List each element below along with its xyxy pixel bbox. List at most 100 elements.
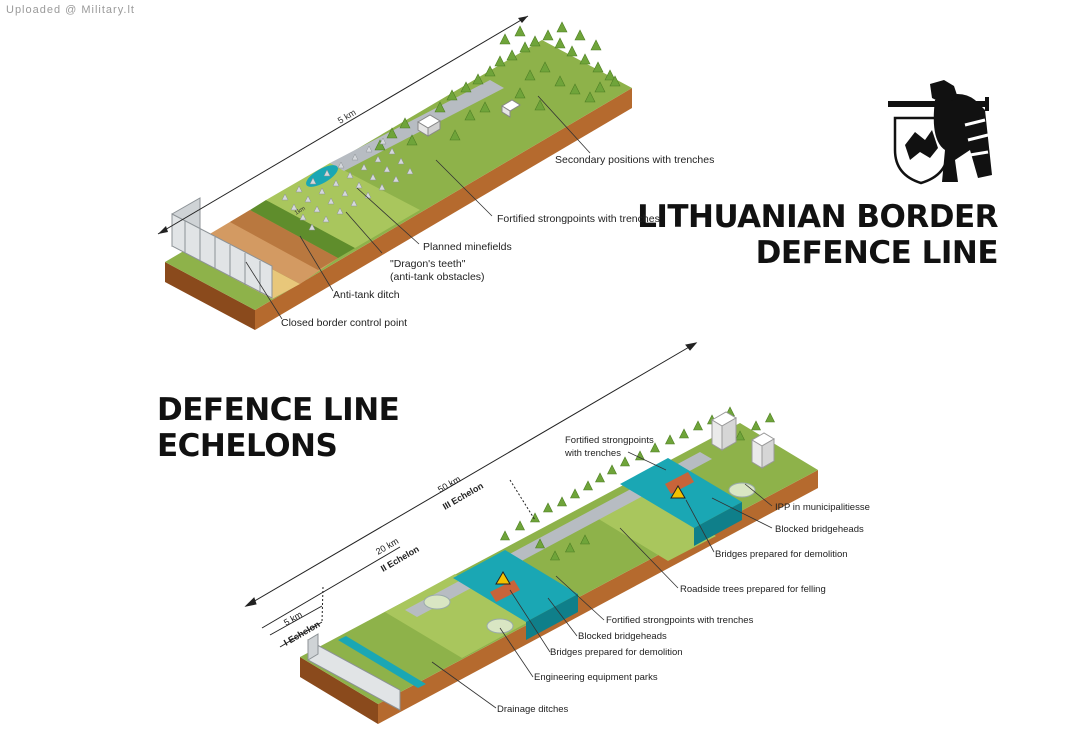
- dragons-tooth-icon: [313, 205, 321, 213]
- dragons-tooth-icon: [308, 223, 316, 231]
- dragons-tooth-icon: [360, 163, 368, 171]
- tree-icon: [554, 75, 566, 87]
- tree-icon: [570, 488, 580, 499]
- border-fence-bottom: [307, 633, 401, 711]
- tree-icon: [595, 472, 605, 483]
- tree-icon: [519, 41, 531, 53]
- tree-icon: [464, 109, 476, 121]
- tree-icon: [524, 69, 536, 81]
- dragons-tooth-icon: [295, 185, 303, 193]
- tree-icon: [374, 139, 386, 151]
- dragons-tooth-icon: [355, 181, 363, 189]
- municipality-buildings: [711, 411, 775, 469]
- tree-icon: [735, 430, 745, 441]
- tree-icon: [566, 45, 578, 57]
- tree-icon: [569, 83, 581, 95]
- tree-icon: [460, 81, 472, 93]
- tree-icon: [765, 412, 775, 423]
- callout-closed-border-point: Closed border control point: [281, 317, 407, 329]
- echelons-title-line-1: DEFENCE LINE: [157, 392, 400, 428]
- dragons-tooth-icon: [332, 179, 340, 187]
- tree-icon: [386, 127, 398, 139]
- tree-icon: [543, 502, 553, 513]
- callout-dragons-teeth-sub: (anti-tank obstacles): [390, 271, 485, 283]
- tree-icon: [594, 81, 606, 93]
- tree-icon: [514, 25, 526, 37]
- echelons-title-line-2: ECHELONS: [157, 427, 338, 464]
- tree-icon: [583, 480, 593, 491]
- main-title-line-2: DEFENCE LINE: [755, 234, 999, 271]
- distance-20km: 20 km: [374, 536, 400, 557]
- dragons-tooth-icon: [318, 187, 326, 195]
- tree-icon: [620, 456, 630, 467]
- tree-icon: [554, 37, 566, 49]
- callout-planned-minefields: Planned minefields: [423, 241, 512, 253]
- dragons-tooth-icon: [378, 183, 386, 191]
- tree-icon: [529, 35, 541, 47]
- dragons-tooth-icon: [323, 169, 331, 177]
- dragons-tooth-icon: [397, 157, 405, 165]
- tree-icon: [635, 450, 645, 461]
- tree-icon: [406, 134, 418, 146]
- main-title-line-1: LITHUANIAN BORDER: [637, 199, 998, 235]
- tree-icon: [609, 75, 621, 87]
- dragons-tooth-icon: [337, 161, 345, 169]
- callout-fortified-top-1: Fortified strongpoints: [565, 435, 654, 446]
- callout-bridges-demolition-right: Bridges prepared for demolition: [715, 549, 848, 560]
- tree-icon: [604, 69, 616, 81]
- echelons-title: DEFENCE LINE ECHELONS: [157, 392, 400, 464]
- callout-fortified-mid: Fortified strongpoints with trenches: [606, 615, 754, 626]
- tree-icon: [542, 29, 554, 41]
- callout-anti-tank-ditch: Anti-tank ditch: [333, 289, 400, 301]
- dragons-tooth-icon: [374, 155, 382, 163]
- tree-icon: [534, 99, 546, 111]
- callout-dragons-teeth: "Dragon's teeth": [390, 258, 466, 270]
- dragons-tooth-icon: [290, 203, 298, 211]
- bottom-leader-lines: [431, 451, 773, 709]
- tree-icon: [500, 530, 510, 541]
- tree-icon: [590, 39, 602, 51]
- tree-icon: [484, 65, 496, 77]
- tree-icon: [607, 464, 617, 475]
- tree-icon: [506, 49, 518, 61]
- dragons-teeth-field: [281, 137, 414, 231]
- dragons-tooth-icon: [351, 153, 359, 161]
- demolition-warning-icon: [495, 485, 686, 585]
- dragons-tooth-icon: [369, 173, 377, 181]
- tree-icon: [574, 29, 586, 41]
- top-leader-lines: [245, 95, 591, 320]
- dragons-tooth-icon: [336, 207, 344, 215]
- callout-blocked-bridgeheads-right: Blocked bridgeheads: [775, 524, 864, 535]
- echelons-block: [300, 423, 818, 724]
- tree-icon: [751, 420, 761, 431]
- tree-icon: [580, 534, 590, 545]
- dragons-tooth-icon: [322, 215, 330, 223]
- tree-icon: [539, 61, 551, 73]
- tree-icon: [665, 434, 675, 445]
- dragons-tooth-icon: [346, 171, 354, 179]
- tree-icon: [479, 101, 491, 113]
- dragons-tooth-icon: [350, 199, 358, 207]
- distance-arrow-5km: [157, 15, 529, 235]
- callout-bridges-demolition-mid: Bridges prepared for demolition: [550, 647, 683, 658]
- tree-icon: [535, 538, 545, 549]
- callout-blocked-bridgeheads-mid: Blocked bridgeheads: [578, 631, 667, 642]
- dragons-tooth-icon: [392, 175, 400, 183]
- dragons-tooth-icon: [309, 177, 317, 185]
- tree-icon: [449, 129, 461, 141]
- dragons-tooth-icon: [379, 137, 387, 145]
- tree-icon: [530, 512, 540, 523]
- top-callouts: Secondary positions with trenches Fortif…: [281, 154, 714, 329]
- dragons-tooth-icon: [365, 145, 373, 153]
- main-title: LITHUANIAN BORDER DEFENCE LINE: [637, 199, 999, 271]
- tree-icon: [515, 520, 525, 531]
- tree-icon: [579, 53, 591, 65]
- vytis-coat-of-arms-icon: [888, 80, 992, 185]
- tree-icon: [584, 91, 596, 103]
- house-icon: [417, 99, 521, 137]
- tree-icon: [557, 496, 567, 507]
- dragons-tooth-icon: [341, 189, 349, 197]
- tree-icon: [494, 55, 506, 67]
- watermark: Uploaded @ Military.lt: [6, 4, 135, 16]
